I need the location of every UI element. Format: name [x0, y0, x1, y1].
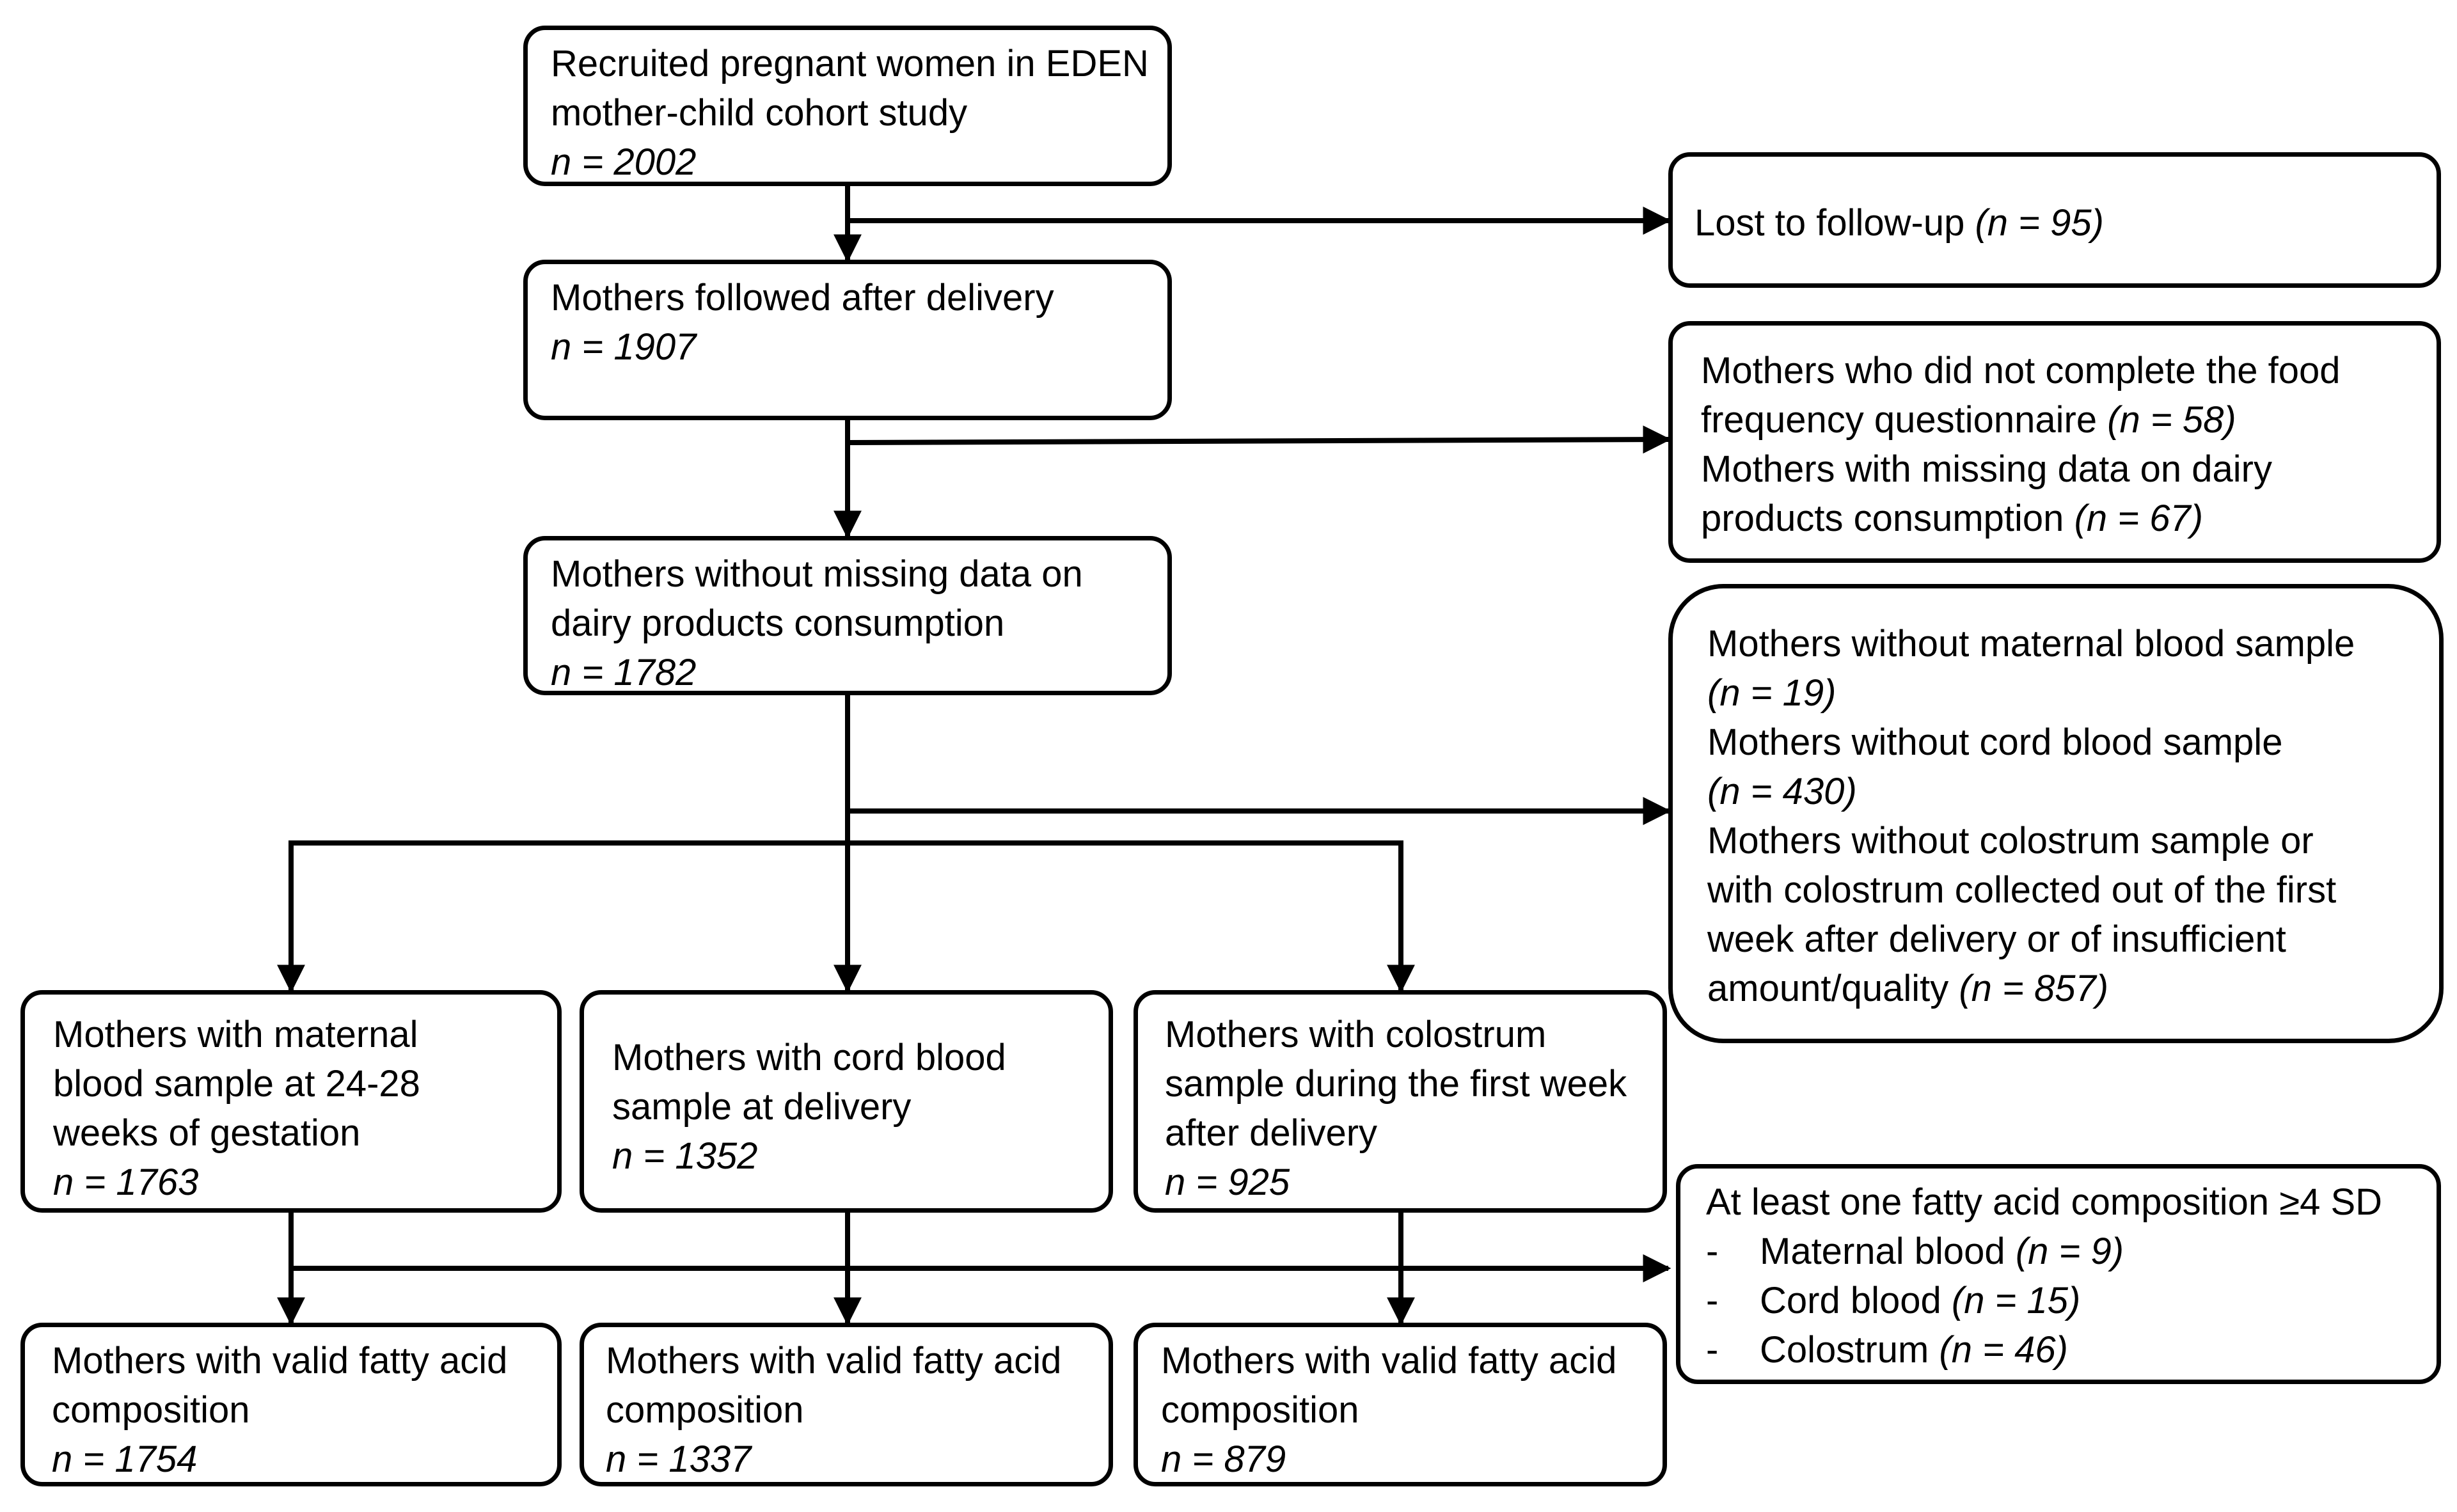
exclusion-text: amount/quality — [1707, 968, 1949, 1009]
exclusion-text-line: Mothers who did not complete the food — [1701, 350, 2341, 391]
exclusion-title: At least one fatty acid composition ≥4 S… — [1706, 1181, 2383, 1223]
list-item-count: (n = 46) — [1939, 1329, 2068, 1371]
box-text-line: Mothers with valid fatty acid — [52, 1340, 508, 1382]
box-text-line: composition — [1161, 1389, 1359, 1431]
box-count: n = 1352 — [612, 1135, 758, 1177]
box-text-line: Mothers with maternal — [53, 1014, 418, 1055]
box-text-line: Mothers without missing data on — [551, 553, 1083, 595]
box-text-line: sample during the first week — [1165, 1063, 1627, 1105]
box-text-line: Recruited pregnant women in EDEN — [551, 43, 1149, 84]
box-text-line: composition — [52, 1389, 250, 1431]
box-text-line: Mothers with colostrum — [1165, 1014, 1547, 1055]
box-count: n = 925 — [1165, 1162, 1290, 1203]
box-colostrum-sample: Mothers with colostrum sample during the… — [1134, 990, 1667, 1213]
exclusion-line: frequency questionnaire (n = 58) — [1701, 395, 2420, 445]
exclusion-text-line: Mothers without maternal blood sample — [1707, 623, 2355, 665]
exclusion-text: products consumption — [1701, 498, 2064, 539]
box-valid-cord: Mothers with valid fatty acid compositio… — [580, 1323, 1113, 1486]
exclusion-text-line: week after delivery or of insufficient — [1707, 918, 2286, 960]
box-count: n = 1754 — [52, 1438, 198, 1480]
exclusion-count: (n = 857) — [1959, 968, 2109, 1009]
list-item-count: (n = 15) — [1951, 1280, 2081, 1321]
box-sample-exclusion: Mothers without maternal blood sample (n… — [1668, 584, 2444, 1043]
exclusion-count: (n = 95) — [1975, 202, 2104, 244]
box-count: n = 2002 — [551, 141, 697, 183]
exclusion-text-line: with colostrum collected out of the firs… — [1707, 869, 2337, 911]
box-text-line: dairy products consumption — [551, 602, 1005, 644]
exclusion-count: (n = 58) — [2107, 399, 2236, 441]
box-lost-to-follow-up: Lost to follow-up (n = 95) — [1668, 152, 2441, 288]
exclusion-count: (n = 19) — [1707, 672, 1837, 714]
box-count: n = 1337 — [606, 1438, 752, 1480]
box-fatty-acid-exclusion: At least one fatty acid composition ≥4 S… — [1676, 1164, 2441, 1384]
box-text-line: sample at delivery — [612, 1086, 912, 1128]
list-dash: - — [1706, 1280, 1719, 1321]
list-item-label: Maternal blood — [1760, 1231, 2005, 1272]
box-text-line: Mothers with valid fatty acid — [606, 1340, 1062, 1382]
exclusion-text-line: Mothers without cord blood sample — [1707, 721, 2283, 763]
exclusion-text: frequency questionnaire — [1701, 399, 2098, 441]
list-item-label: Colostrum — [1760, 1329, 1929, 1371]
list-dash: - — [1706, 1329, 1719, 1371]
box-maternal-sample: Mothers with maternal blood sample at 24… — [20, 990, 562, 1213]
exclusion-list-item: -Cord blood (n = 15) — [1706, 1276, 2420, 1325]
box-text-line: weeks of gestation — [53, 1112, 361, 1154]
box-count: n = 1763 — [53, 1162, 199, 1203]
exclusion-line: amount/quality (n = 857) — [1707, 964, 2422, 1013]
exclusion-text-line: Mothers without colostrum sample or — [1707, 820, 2314, 862]
box-count: n = 1782 — [551, 652, 697, 693]
box-count: n = 879 — [1161, 1438, 1286, 1480]
box-text-line: composition — [606, 1389, 804, 1431]
box-text-line: mother-child cohort study — [551, 92, 968, 134]
exclusion-count: (n = 430) — [1707, 771, 1857, 812]
exclusion-line: products consumption (n = 67) — [1701, 494, 2420, 543]
list-item-count: (n = 9) — [2015, 1231, 2124, 1272]
exclusion-text: Lost to follow-up — [1695, 202, 1965, 244]
box-ffq-exclusion: Mothers who did not complete the food fr… — [1668, 321, 2441, 563]
box-text-line: after delivery — [1165, 1112, 1378, 1154]
box-recruited: Recruited pregnant women in EDEN mother-… — [523, 26, 1172, 186]
list-item-label: Cord blood — [1760, 1280, 1941, 1321]
exclusion-count: (n = 67) — [2074, 498, 2204, 539]
box-text-line: Mothers with valid fatty acid — [1161, 1340, 1617, 1382]
box-no-missing: Mothers without missing data on dairy pr… — [523, 536, 1172, 695]
exclusion-list-item: -Maternal blood (n = 9) — [1706, 1227, 2420, 1276]
arrow-to-ffq-exclusion — [847, 425, 1671, 454]
box-count: n = 1907 — [551, 326, 697, 368]
exclusion-text-line: Mothers with missing data on dairy — [1701, 448, 2272, 490]
box-text-line: Mothers with cord blood — [612, 1037, 1006, 1078]
box-followed: Mothers followed after delivery n = 1907 — [523, 260, 1172, 420]
exclusion-list-item: -Colostrum (n = 46) — [1706, 1325, 2420, 1374]
list-dash: - — [1706, 1231, 1719, 1272]
box-valid-colostrum: Mothers with valid fatty acid compositio… — [1134, 1323, 1667, 1486]
box-text-line: Mothers followed after delivery — [551, 277, 1054, 319]
box-valid-maternal: Mothers with valid fatty acid compositio… — [20, 1323, 562, 1486]
box-text-line: blood sample at 24-28 — [53, 1063, 420, 1105]
box-cord-sample: Mothers with cord blood sample at delive… — [580, 990, 1113, 1213]
exclusion-line: Lost to follow-up (n = 95) — [1695, 198, 2420, 248]
